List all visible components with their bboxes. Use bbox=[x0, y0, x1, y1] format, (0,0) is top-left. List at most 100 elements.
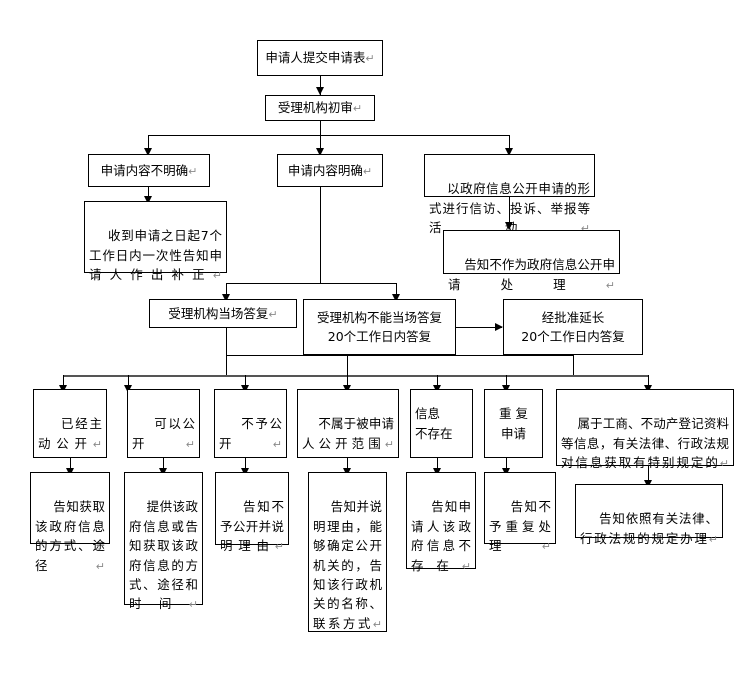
feed-n9-bar bbox=[347, 355, 348, 375]
node-initial-review[interactable]: 受理机构初审↵ bbox=[265, 95, 375, 121]
node-label: 受理机构当场答复 bbox=[168, 305, 269, 321]
split-bar-top bbox=[148, 135, 509, 136]
node-commerce-realestate-registry[interactable]: 属于工商、不动产登记资料等信息，有关法律、行政法规对信息获取有特别规定的↵ bbox=[556, 389, 734, 470]
node-label-multiline: 信息 不存在 bbox=[415, 406, 453, 441]
connector-split2-n8 bbox=[226, 283, 227, 299]
pilcrow-mark: ↵ bbox=[580, 222, 590, 236]
connector-r5-b5 bbox=[437, 458, 438, 472]
arrowhead-n6 bbox=[143, 196, 152, 204]
distribution-bar bbox=[63, 375, 648, 377]
node-notify-refusal-reason[interactable]: 告知不予公开并说明理由↵ bbox=[215, 472, 289, 553]
connector-r6-b6 bbox=[506, 458, 507, 472]
arrowhead-n2 bbox=[315, 87, 324, 95]
node-petition-complaint-form[interactable]: 以政府信息公开申请的形式进行信访、投诉、举报等活动↵ bbox=[424, 154, 595, 235]
connector-r2-b2 bbox=[163, 458, 164, 472]
pilcrow-mark: ↵ bbox=[605, 278, 615, 292]
node-label: 告知获取该政府信息的方式、途径 bbox=[35, 499, 105, 573]
arrowhead-n10 bbox=[495, 322, 503, 331]
node-provide-or-notify-method-time[interactable]: 提供该政府信息或告知获取该政府信息的方式、途径和时间↵ bbox=[124, 472, 203, 611]
node-can-disclose[interactable]: 可以公开↵ bbox=[127, 389, 200, 458]
pilcrow-mark: ↵ bbox=[708, 532, 718, 546]
pilcrow-mark: ↵ bbox=[272, 437, 282, 451]
connector-n1-n2 bbox=[320, 75, 321, 95]
node-notify-not-exist[interactable]: 告知申请人该政府信息不存在↵ bbox=[406, 472, 476, 573]
node-label: 不属于被申请人公开范围 bbox=[302, 416, 394, 451]
connector-n2-split bbox=[320, 120, 321, 135]
pilcrow-mark: ↵ bbox=[188, 598, 198, 612]
node-label-multiline: 经批准延长 20个工作日内答复 bbox=[521, 309, 625, 344]
node-label: 不予公开 bbox=[219, 416, 282, 451]
node-content-clear[interactable]: 申请内容明确↵ bbox=[277, 154, 383, 187]
node-notify-no-repeat-handling[interactable]: 告知不予重复处理↵ bbox=[484, 472, 556, 553]
pilcrow-mark: ↵ bbox=[365, 52, 375, 66]
node-label: 提供该政府信息或告知获取该政府信息的方式、途径和时间 bbox=[129, 499, 198, 612]
node-content-unclear[interactable]: 申请内容不明确↵ bbox=[88, 154, 210, 187]
node-label: 收到申请之日起7个工作日内一次性告知申请人作出补正 bbox=[89, 228, 222, 283]
pilcrow-mark: ↵ bbox=[372, 617, 382, 631]
feed-n8-bar bbox=[226, 328, 227, 375]
node-onsite-reply[interactable]: 受理机构当场答复↵ bbox=[149, 299, 297, 328]
node-label: 告知不予公开并说明理由 bbox=[220, 499, 284, 554]
connector-split-n3 bbox=[148, 135, 149, 153]
arrowhead-n7 bbox=[504, 222, 513, 230]
arrowhead-n9 bbox=[391, 294, 400, 302]
node-duplicate-request[interactable]: 重 复 申请 bbox=[484, 389, 543, 458]
node-label: 告知申请人该政府信息不存在 bbox=[411, 499, 471, 573]
pilcrow-mark: ↵ bbox=[274, 540, 284, 554]
node-label: 申请人提交申请表 bbox=[265, 50, 366, 66]
pilcrow-mark: ↵ bbox=[188, 164, 198, 178]
node-already-proactively-disclosed[interactable]: 已经主动公开↵ bbox=[33, 389, 107, 458]
node-label: 申请内容不明确 bbox=[100, 162, 189, 178]
node-label-multiline: 受理机构不能当场答复 20个工作日内答复 bbox=[316, 309, 442, 344]
drop-r3 bbox=[245, 375, 246, 389]
node-not-disclose[interactable]: 不予公开↵ bbox=[214, 389, 287, 458]
node-notify-correction-7days[interactable]: 收到申请之日起7个工作日内一次性告知申请人作出补正↵ bbox=[84, 201, 227, 282]
node-application-submit[interactable]: 申请人提交申请表↵ bbox=[257, 40, 383, 76]
connector-r4-b4 bbox=[347, 458, 348, 472]
drop-r4 bbox=[347, 375, 348, 389]
pilcrow-mark: ↵ bbox=[95, 559, 105, 573]
node-approved-extension-20days[interactable]: 经批准延长 20个工作日内答复 bbox=[503, 299, 643, 355]
pilcrow-mark: ↵ bbox=[268, 307, 278, 321]
connector-r7-b7 bbox=[648, 466, 649, 484]
node-label-multiline: 重 复 申请 bbox=[499, 406, 528, 441]
drop-r7 bbox=[648, 375, 649, 389]
node-outside-disclosure-scope[interactable]: 不属于被申请人公开范围↵ bbox=[297, 389, 399, 458]
connector-n3-n6 bbox=[148, 187, 149, 201]
pilcrow-mark: ↵ bbox=[352, 102, 363, 116]
arrowhead-n5 bbox=[504, 148, 513, 156]
node-label: 告知依照有关法律、行政法规的规定办理 bbox=[580, 511, 718, 546]
arrowhead-n4 bbox=[315, 148, 324, 156]
node-not-as-disclosure-request[interactable]: 告知不作为政府信息公开申请处理↵ bbox=[443, 230, 620, 292]
node-notify-follow-laws[interactable]: 告知依照有关法律、行政法规的规定办理↵ bbox=[575, 484, 723, 546]
pilcrow-mark: ↵ bbox=[719, 457, 729, 471]
pilcrow-mark: ↵ bbox=[92, 437, 102, 451]
connector-split-n5 bbox=[509, 135, 510, 153]
split-bar-mid bbox=[226, 283, 397, 284]
connector-split2-n9 bbox=[396, 283, 397, 299]
node-label: 申请内容明确 bbox=[287, 162, 363, 178]
pilcrow-mark: ↵ bbox=[461, 559, 471, 573]
feed-n10-bar bbox=[573, 355, 574, 375]
arrowhead-n3 bbox=[143, 148, 152, 156]
node-cannot-onsite-reply-20days[interactable]: 受理机构不能当场答复 20个工作日内答复 bbox=[303, 299, 456, 355]
node-label: 受理机构初审 bbox=[277, 100, 353, 116]
connector-n4-split2 bbox=[320, 187, 321, 283]
node-label: 告知不作为政府信息公开申请处理 bbox=[448, 257, 615, 292]
drop-r6 bbox=[506, 375, 507, 389]
connector-r3-b3 bbox=[245, 458, 246, 472]
node-information-not-exist[interactable]: 信息 不存在 bbox=[410, 389, 473, 458]
node-notify-access-method[interactable]: 告知获取该政府信息的方式、途径↵ bbox=[30, 472, 110, 573]
node-label: 属于工商、不动产登记资料等信息，有关法律、行政法规对信息获取有特别规定的 bbox=[561, 416, 729, 471]
node-notify-reason-and-agency[interactable]: 告知并说明理由，能够确定公开机关的，告知该行政机关的名称、联系方式↵ bbox=[308, 472, 387, 632]
node-label: 以政府信息公开申请的形式进行信访、投诉、举报等活动 bbox=[429, 181, 590, 236]
pre-bar-collector bbox=[226, 355, 573, 356]
pilcrow-mark: ↵ bbox=[185, 437, 195, 451]
pilcrow-mark: ↵ bbox=[384, 437, 394, 451]
node-label: 已经主动公开 bbox=[38, 416, 102, 451]
pilcrow-mark: ↵ bbox=[362, 164, 373, 178]
node-label: 可以公开 bbox=[132, 416, 195, 451]
connector-split-n4 bbox=[320, 135, 321, 153]
connector-n9-n10 bbox=[456, 327, 502, 328]
